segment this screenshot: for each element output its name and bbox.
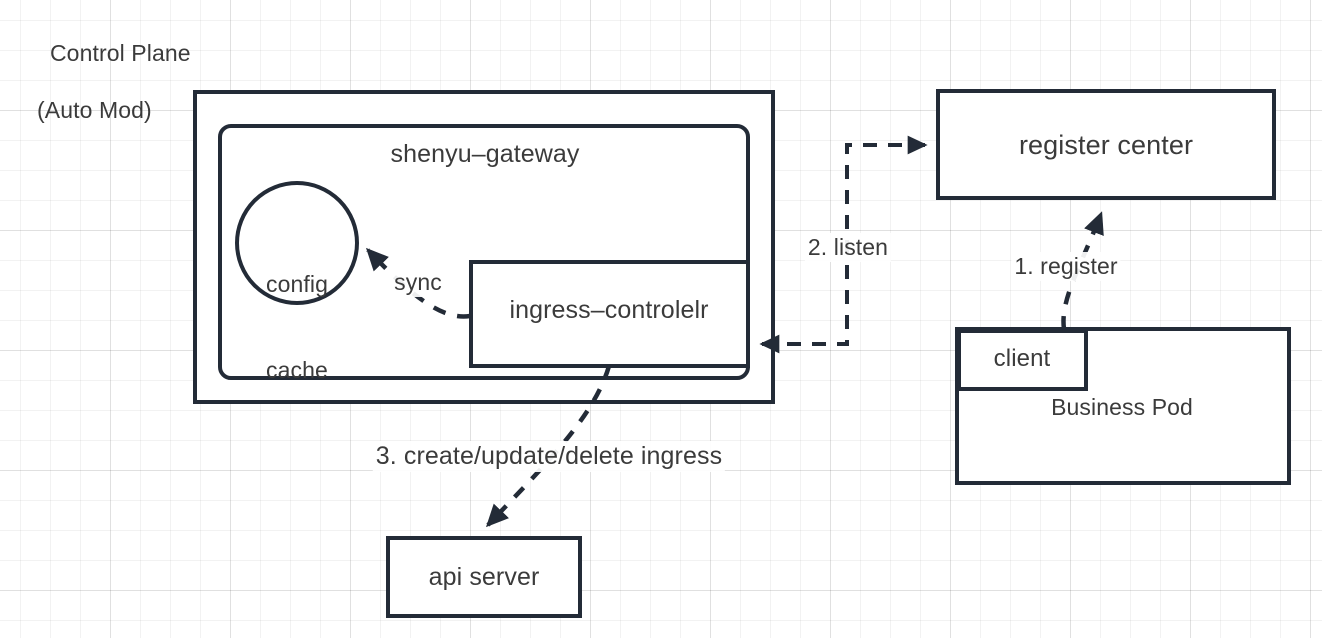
edge-sync <box>365 247 471 319</box>
register-center-box[interactable] <box>936 89 1276 200</box>
api-server-box[interactable] <box>386 536 582 618</box>
register-center-label: register center <box>1018 130 1194 160</box>
control-plane-title-line1: Control Plane <box>49 39 191 66</box>
edge-label-sync: sync <box>391 268 445 297</box>
client-box[interactable] <box>957 329 1088 391</box>
control-plane-title-line2: (Auto Mod) <box>37 97 152 124</box>
business-pod-box[interactable] <box>955 327 1291 485</box>
config-cache-label: config cache <box>266 212 328 442</box>
shenyu-gateway-label: shenyu–gateway <box>390 140 580 168</box>
config-cache-label-line2: cache <box>266 356 328 383</box>
ingress-controller-box[interactable] <box>469 260 750 368</box>
config-cache-label-line1: config <box>266 270 328 297</box>
edge-label-create-update-delete-ingress: 3. create/update/delete ingress <box>372 441 726 473</box>
client-label: client <box>993 345 1051 372</box>
ingress-controller-label: ingress–controlelr <box>509 296 709 324</box>
edge-label-register: 1. register <box>1011 252 1121 281</box>
control-plane-title: Control Plane (Auto Mod) <box>24 10 191 183</box>
config-cache-circle[interactable] <box>235 181 359 305</box>
edge-register <box>1061 211 1104 330</box>
api-server-label: api server <box>428 563 540 591</box>
edge-label-listen: 2. listen <box>804 233 892 262</box>
business-pod-label: Business Pod <box>1051 394 1193 420</box>
